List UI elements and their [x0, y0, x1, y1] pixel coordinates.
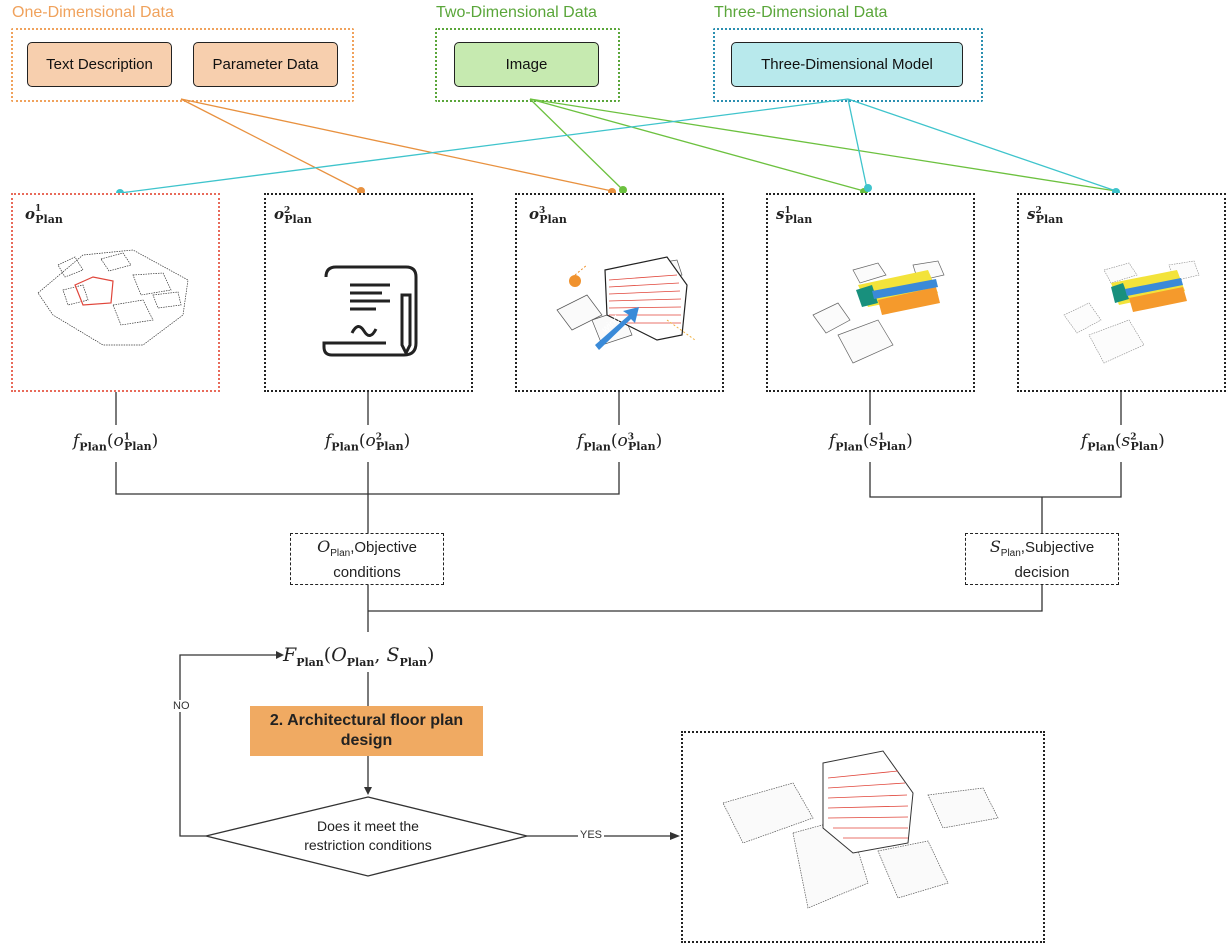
objective-line-2: conditions — [333, 563, 401, 581]
decision-line-1: Does it meet the — [317, 818, 419, 834]
yes-edge-label: YES — [578, 829, 605, 841]
arrow-head-down — [364, 787, 372, 795]
two-dimensional-group — [435, 28, 620, 102]
objective-line-1: OPlan,Objective — [317, 536, 417, 559]
two-dimensional-data-label: Two-Dimensional Data — [436, 4, 597, 21]
arrow-head-no — [276, 651, 284, 659]
arrow-head-yes — [670, 832, 680, 840]
document-scroll-icon — [322, 265, 418, 357]
panel-o2[interactable]: o2Plan — [264, 193, 473, 392]
green-link-o3 — [529, 98, 624, 191]
panel-s2-label: s2Plan — [1027, 205, 1064, 226]
decision-text: Does it meet the restriction conditions — [268, 817, 468, 855]
fn-s1: fPlan(s1Plan) — [829, 431, 913, 454]
panel-o2-label: o2Plan — [274, 205, 312, 226]
plan-scheme-sketch-2 — [1063, 260, 1200, 364]
panel-o1-label: o1Plan — [25, 204, 63, 226]
orange-link-o3 — [180, 98, 613, 192]
subjective-line-2: decision — [1014, 563, 1070, 581]
cyan-link-s1 — [847, 98, 868, 190]
subjective-decision-box[interactable]: SPlan,Subjective decision — [965, 533, 1119, 585]
parameter-data-box[interactable]: Parameter Data — [193, 42, 338, 87]
text-description-box[interactable]: Text Description — [27, 42, 172, 87]
green-link-s1 — [529, 98, 865, 192]
fn-o1: fPlan(o1Plan) — [73, 431, 159, 454]
subjective-line-1: SPlan,Subjective — [989, 536, 1095, 559]
three-dimensional-model-box[interactable]: Three-Dimensional Model — [731, 42, 963, 87]
one-dimensional-group — [11, 28, 354, 102]
result-massing-sketch — [722, 750, 999, 909]
three-dimensional-data-label: Three-Dimensional Data — [714, 4, 888, 21]
climate-analysis-sketch: wind — [556, 256, 696, 350]
panel-o3[interactable]: o3Plan wind — [515, 193, 724, 392]
sun-icon — [569, 275, 581, 287]
site-massing-sketch — [37, 249, 189, 346]
architectural-floor-plan-design-step[interactable]: 2. Architectural floor plan design — [250, 706, 483, 756]
one-dimensional-data-label: One-Dimensional Data — [12, 4, 174, 21]
panel-s1-label: s1Plan — [776, 205, 813, 226]
panel-o1[interactable]: o1Plan — [11, 193, 220, 392]
node-dot-s1-cyan — [864, 184, 872, 192]
panel-s2[interactable]: s2Plan — [1017, 193, 1226, 392]
fn-s2: fPlan(s2Plan) — [1081, 431, 1165, 454]
panel-s1[interactable]: s1Plan — [766, 193, 975, 392]
fn-o3: fPlan(o3Plan) — [577, 431, 663, 454]
node-dot-o3-green — [619, 186, 627, 194]
image-box[interactable]: Image — [454, 42, 599, 87]
green-link-s2 — [529, 98, 1117, 192]
decision-diamond — [205, 796, 528, 877]
result-panel[interactable] — [681, 731, 1045, 943]
objective-conditions-box[interactable]: OPlan,Objective conditions — [290, 533, 444, 585]
panel-o3-label: o3Plan — [529, 205, 567, 226]
decision-line-2: restriction conditions — [304, 837, 432, 853]
orange-link-o2 — [180, 98, 362, 192]
wind-arrow-icon — [595, 307, 639, 350]
plan-scheme-sketch-1 — [812, 260, 945, 364]
fn-o2: fPlan(o2Plan) — [325, 431, 411, 454]
no-edge-label: NO — [172, 700, 191, 712]
cyan-link-s2 — [847, 98, 1117, 192]
cyan-link-o1 — [119, 98, 849, 194]
main-function-label: FPlan(OPlan, SPlan) — [283, 644, 435, 669]
